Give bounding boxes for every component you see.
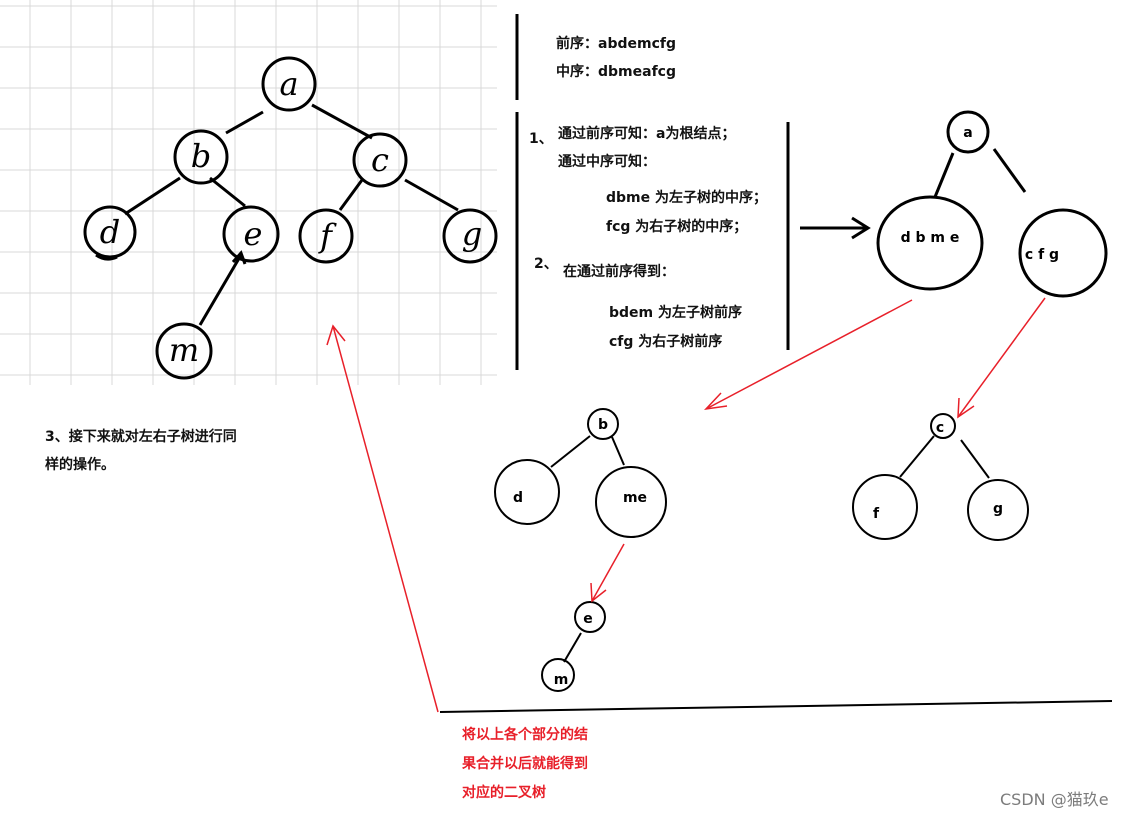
ls-edge-e-m xyxy=(563,632,582,663)
node-f xyxy=(298,208,354,264)
step3-line2: 样的操作。 xyxy=(45,457,115,473)
rs-node-f xyxy=(852,474,918,540)
step2-number: 2、 xyxy=(534,256,558,272)
edge-c-g xyxy=(404,178,459,212)
split-node-left xyxy=(876,195,984,291)
red-arrow-me xyxy=(591,543,625,602)
rs-node-c xyxy=(930,413,956,439)
step1-line3: dbme 为左子树的中序； xyxy=(606,190,767,206)
ls-edge-b-d xyxy=(550,435,591,468)
rs-c-label: c xyxy=(936,420,944,436)
red-arrow-left xyxy=(705,299,913,410)
ls-d-label: d xyxy=(513,490,523,506)
red-arrow-left-head xyxy=(703,392,728,411)
split-edge-left xyxy=(933,152,955,198)
label-a: a xyxy=(279,65,298,103)
split-edge-right xyxy=(992,148,1027,193)
ls-e-label: e xyxy=(583,611,593,627)
right-subtree xyxy=(852,413,1029,541)
red-arrow-right-head xyxy=(957,397,975,419)
ls-node-d xyxy=(494,459,560,525)
label-m: m xyxy=(169,331,199,369)
edge-a-b xyxy=(225,110,264,135)
split-left-label: d b m e xyxy=(901,230,960,246)
step2-line1: 在通过前序得到： xyxy=(563,264,675,280)
ls-node-e xyxy=(574,601,606,633)
rs-g-label: g xyxy=(993,501,1003,517)
red-arrows xyxy=(326,297,1046,713)
node-b xyxy=(173,129,229,185)
rs-f-label: f xyxy=(873,506,880,522)
preorder-text: 前序：abdemcfg xyxy=(556,36,676,52)
label-e: e xyxy=(244,215,263,253)
step2-line3: cfg 为右子树前序 xyxy=(609,334,723,350)
rs-edge-c-g xyxy=(960,439,990,479)
final-tree xyxy=(83,56,498,380)
step1-line1: 通过前序可知：a为根结点； xyxy=(558,126,736,142)
node-m xyxy=(155,322,213,380)
edge-c-f xyxy=(338,179,364,211)
conclusion-line1: 将以上各个部分的结 xyxy=(462,727,588,743)
edge-e-m xyxy=(198,254,243,326)
label-g: g xyxy=(462,215,482,253)
rs-edge-c-f xyxy=(899,435,935,478)
left-subtree xyxy=(494,408,667,692)
split-node-right xyxy=(1018,208,1108,298)
inorder-text: 中序：dbmeafcg xyxy=(556,64,676,80)
ls-b-label: b xyxy=(598,417,608,433)
ls-node-b xyxy=(587,408,619,440)
step1-line4: fcg 为右子树的中序； xyxy=(606,219,748,235)
ls-node-me xyxy=(595,466,667,538)
red-arrow-me-head xyxy=(590,582,607,603)
ls-me-label: me xyxy=(623,490,647,506)
node-g xyxy=(442,208,498,264)
ls-m-label: m xyxy=(554,672,569,688)
split-right-label: c f g xyxy=(1025,247,1059,263)
step1-line2: 通过中序可知： xyxy=(558,154,656,170)
edge-a-c xyxy=(311,103,373,140)
node-d xyxy=(83,205,137,259)
node-a xyxy=(261,56,317,112)
node-c xyxy=(352,132,408,188)
baseline-rule xyxy=(439,700,1113,713)
red-arrow-up xyxy=(332,325,439,713)
step2-line2: bdem 为左子树前序 xyxy=(609,305,742,321)
conclusion-line3: 对应的二叉树 xyxy=(462,785,546,801)
red-arrow-right xyxy=(957,297,1046,418)
ls-edge-b-me xyxy=(611,436,625,466)
label-c: c xyxy=(371,141,389,179)
edge-b-d xyxy=(124,176,181,216)
arrow-to-split-head xyxy=(851,216,871,240)
label-d: d xyxy=(100,213,120,251)
node-e xyxy=(222,205,280,263)
step1-number: 1、 xyxy=(529,131,553,147)
rs-node-g xyxy=(967,479,1029,541)
split-node-root xyxy=(946,110,990,154)
watermark: CSDN @猫玖e xyxy=(1000,790,1109,809)
node-d-scribble xyxy=(95,253,118,261)
whiteout-panel xyxy=(497,0,1138,385)
red-arrow-up-head xyxy=(326,324,346,346)
split-tree xyxy=(876,110,1108,298)
split-root-label: a xyxy=(963,125,972,141)
step3-line1: 3、接下来就对左右子树进行同 xyxy=(45,429,237,445)
label-f: f xyxy=(318,217,337,255)
ls-node-m xyxy=(541,658,575,692)
edge-b-e xyxy=(209,176,246,208)
label-b: b xyxy=(191,137,211,175)
conclusion-line2: 果合并以后就能得到 xyxy=(462,756,588,772)
